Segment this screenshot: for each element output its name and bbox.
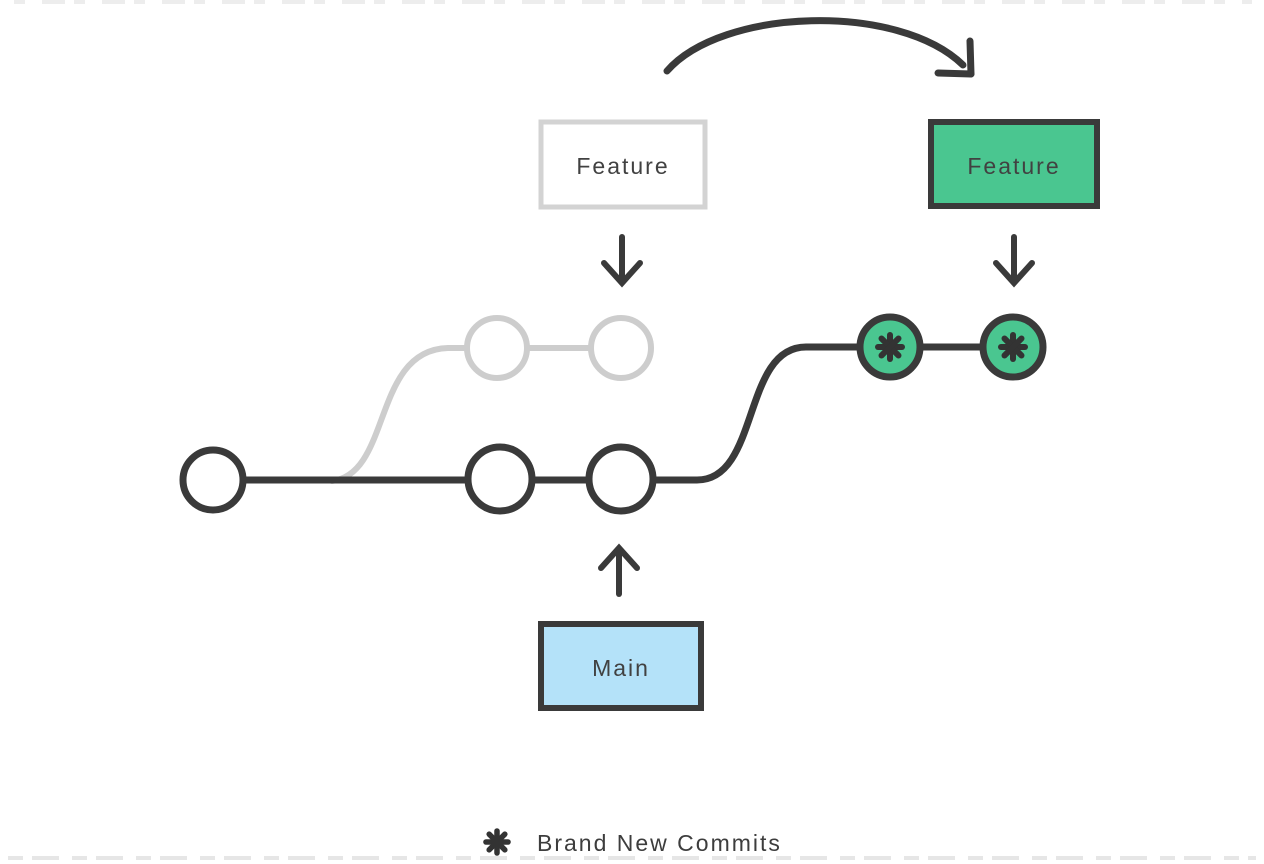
legend: Brand New Commits (486, 830, 782, 856)
feature-branch-new-box: Feature (928, 119, 1100, 209)
rebase-arc-arrow (663, 17, 975, 78)
legend-asterisk-icon (486, 831, 508, 853)
old-feature-branch (329, 315, 654, 484)
main-label: Main (592, 655, 650, 681)
old-commit-node (588, 315, 654, 381)
legend-label: Brand New Commits (537, 830, 782, 856)
main-commit-node (585, 443, 657, 515)
main-commit-node (179, 446, 247, 514)
new-rebased-commits (856, 313, 1047, 381)
feature-branch-old-box: Feature (538, 119, 708, 210)
rebase-curve (648, 343, 862, 484)
main-commit-node (464, 443, 536, 515)
arrow-down-old-feature-icon (601, 234, 643, 288)
feature-new-label: Feature (967, 153, 1060, 179)
old-commit-node (464, 315, 530, 381)
main-branch (179, 343, 862, 515)
arrow-down-new-feature-icon (993, 234, 1035, 288)
new-commit-asterisk-icon (1001, 335, 1025, 359)
arrow-up-main-icon (598, 543, 640, 597)
main-branch-box: Main (538, 621, 704, 711)
new-commit-asterisk-icon (878, 335, 902, 359)
feature-old-label: Feature (576, 153, 669, 179)
